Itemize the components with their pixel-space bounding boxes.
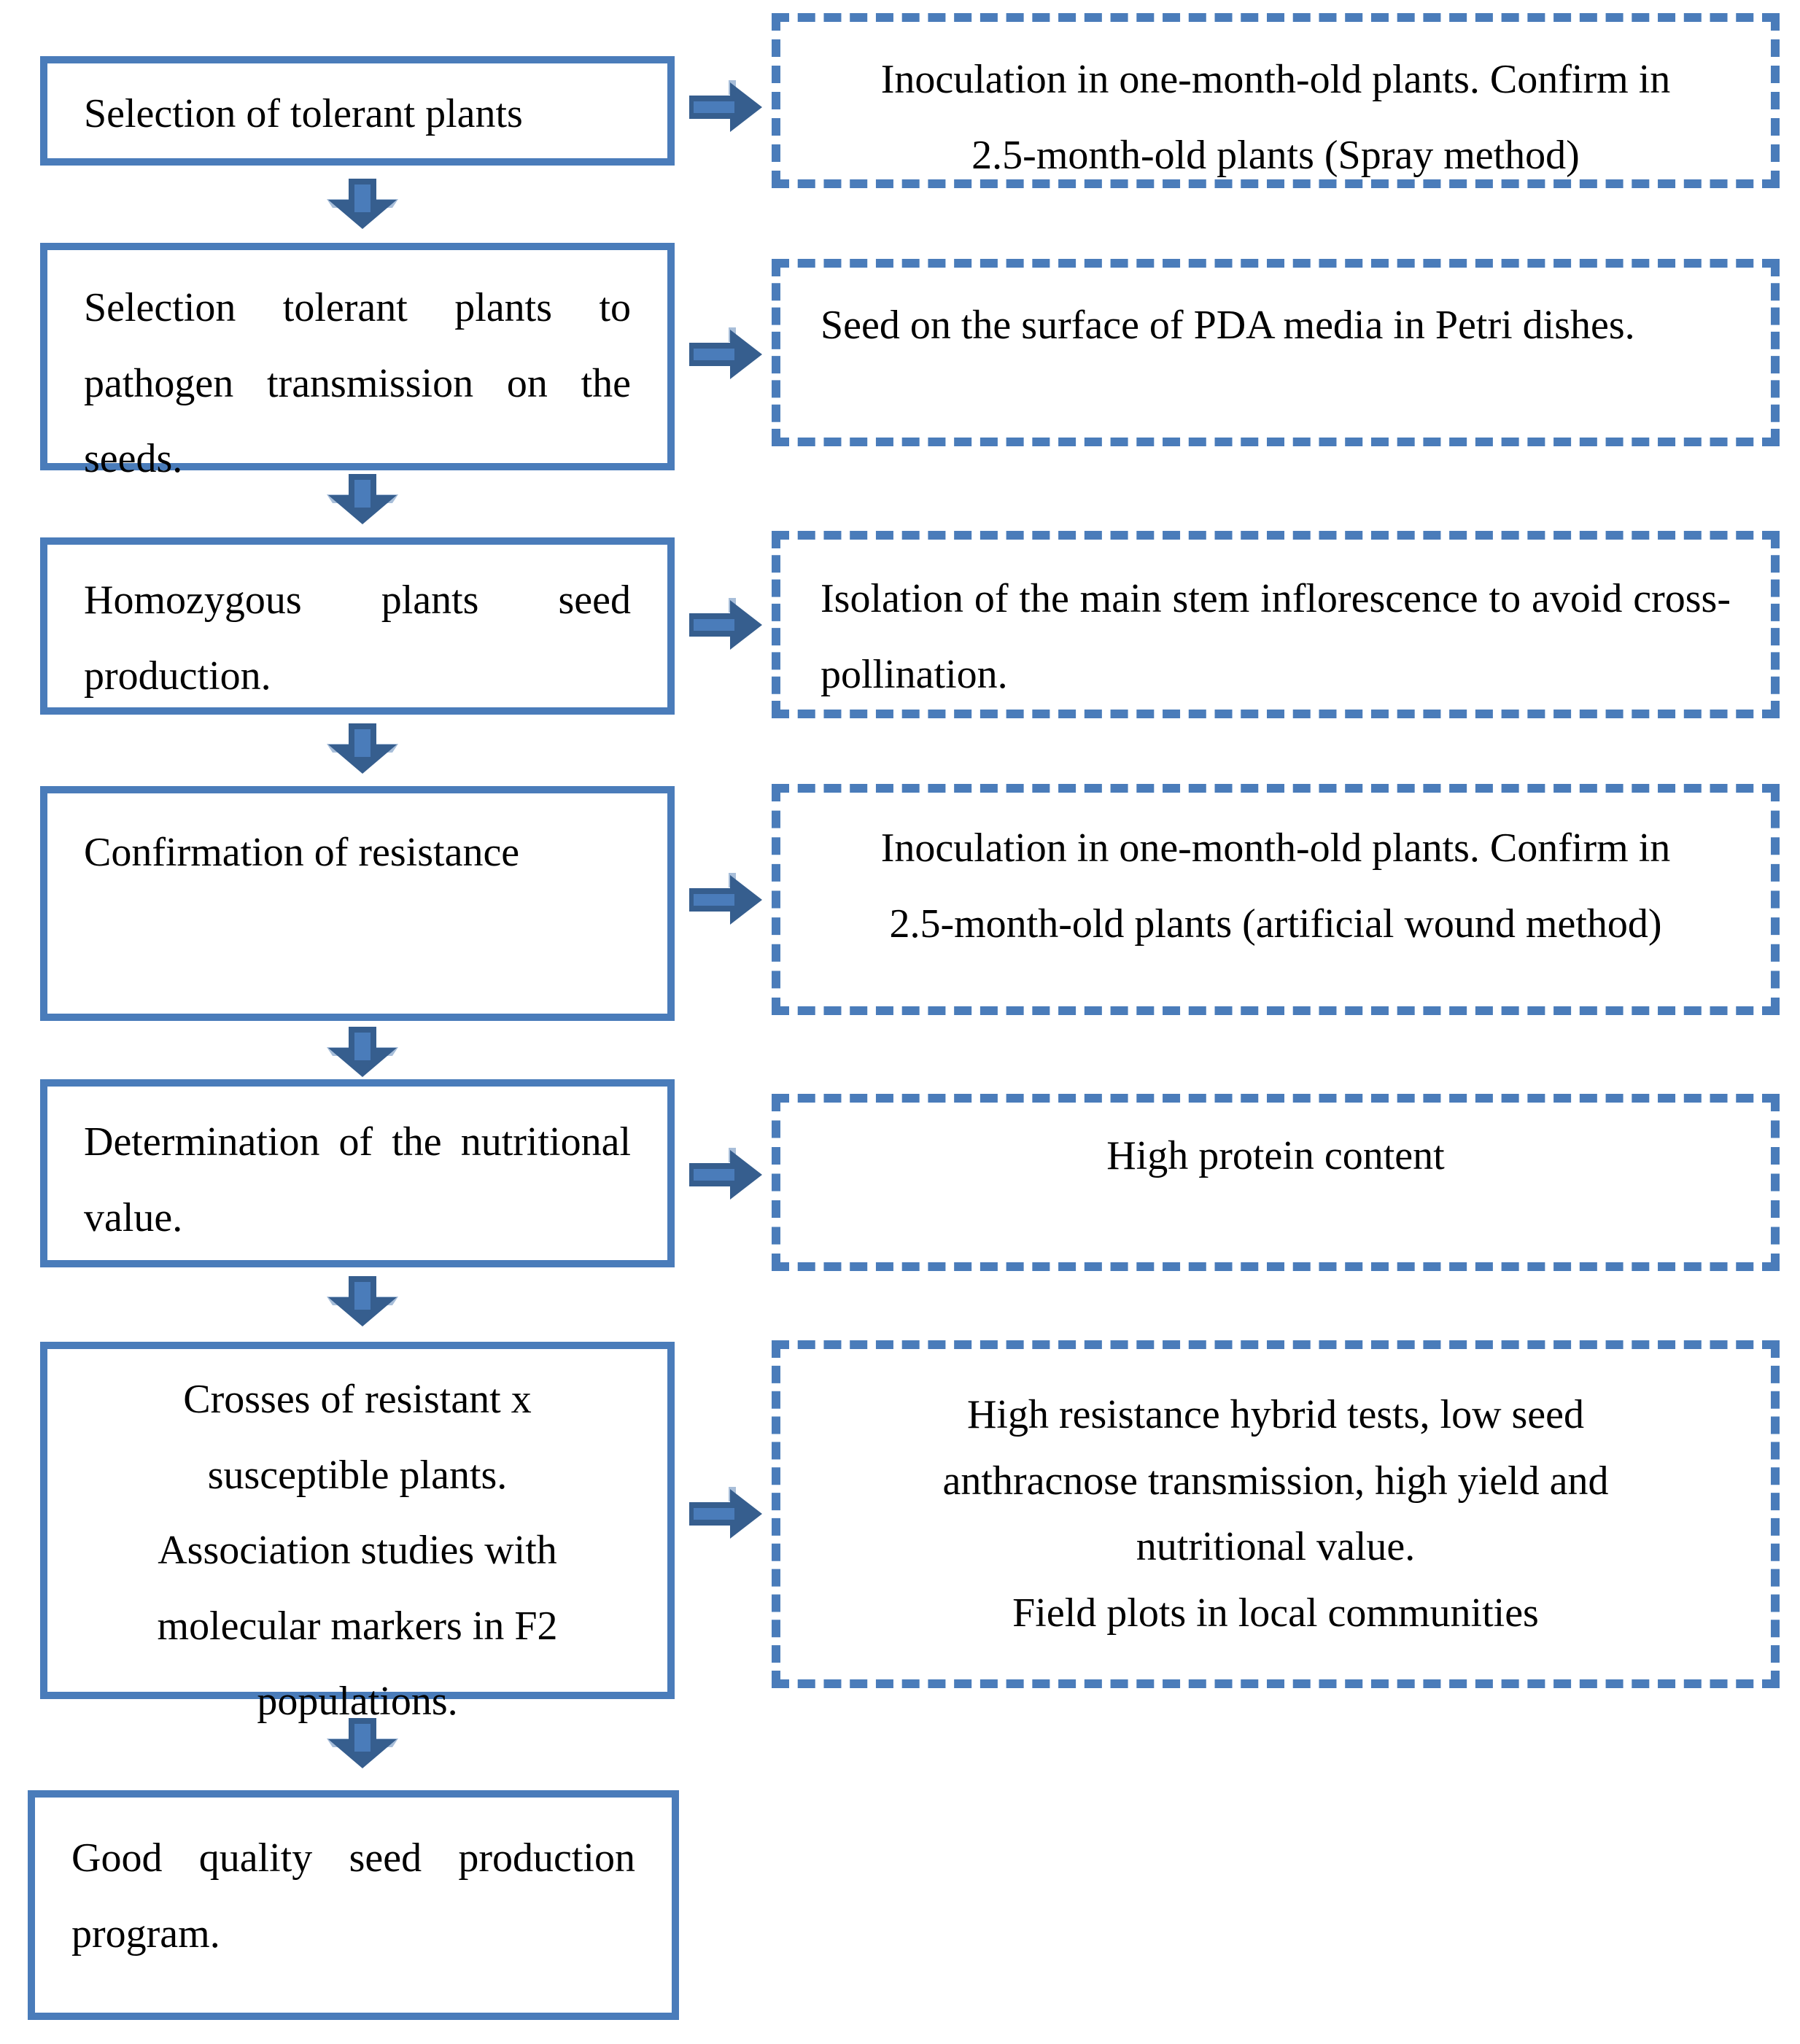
right-arrow-icon: [689, 873, 762, 925]
down-arrow-icon: [327, 1027, 398, 1077]
step-1-left-box: Selection of tolerant plants: [40, 56, 675, 166]
final-step-box: Good quality seed production program.: [28, 1790, 679, 2020]
down-arrow-icon: [327, 474, 398, 524]
step-5-left-text: Determination of the nutritional value.: [84, 1119, 631, 1240]
step-5-right-box: High protein content: [772, 1094, 1780, 1271]
right-arrow-icon: [689, 80, 762, 132]
step-2-right-box: Seed on the surface of PDA media in Petr…: [772, 259, 1780, 446]
step-1-right-box: Inoculation in one-month-old plants. Con…: [772, 13, 1780, 188]
down-arrow-icon: [327, 1276, 398, 1326]
down-arrow-icon: [327, 1718, 398, 1768]
step-1-right-text: Inoculation in one-month-old plants. Con…: [880, 57, 1671, 178]
right-arrow-icon: [689, 1487, 762, 1539]
step-6-left-box: Crosses of resistant x susceptible plant…: [40, 1342, 675, 1724]
right-arrow-icon: [689, 1148, 762, 1200]
step-2-left-box: Selection tolerant plants to pathogen tr…: [40, 243, 675, 481]
step-6-right-text-line-1: High resistance hybrid tests, low seed a…: [942, 1392, 1609, 1570]
step-4-left-box: Confirmation of resistance: [40, 786, 675, 1021]
right-arrow-icon: [689, 598, 762, 650]
step-6-left-text: Crosses of resistant x susceptible plant…: [157, 1377, 558, 1725]
step-5-left-box: Determination of the nutritional value.: [40, 1079, 675, 1267]
step-4-left-text: Confirmation of resistance: [84, 830, 520, 875]
step-4-right-box: Inoculation in one-month-old plants. Con…: [772, 784, 1780, 1015]
step-3-left-text: Homozygous plants seed production.: [84, 578, 631, 699]
step-3-right-text: Isolation of the main stem inflorescence…: [821, 576, 1731, 697]
step-4-right-text: Inoculation in one-month-old plants. Con…: [880, 825, 1671, 947]
final-step-text: Good quality seed production program.: [71, 1835, 635, 1956]
step-3-left-box: Homozygous plants seed production.: [40, 537, 675, 715]
step-1-left-text: Selection of tolerant plants: [84, 91, 523, 137]
step-2-left-text: Selection tolerant plants to pathogen tr…: [84, 285, 631, 482]
step-6-right-text-line-2: Field plots in local communities: [1012, 1590, 1539, 1636]
down-arrow-icon: [327, 179, 398, 229]
step-6-right-box: High resistance hybrid tests, low seed a…: [772, 1340, 1780, 1688]
step-2-right-text: Seed on the surface of PDA media in Petr…: [821, 303, 1635, 348]
down-arrow-icon: [327, 723, 398, 774]
step-5-right-text: High protein content: [1106, 1133, 1445, 1178]
right-arrow-icon: [689, 327, 762, 379]
step-3-right-box: Isolation of the main stem inflorescence…: [772, 531, 1780, 718]
